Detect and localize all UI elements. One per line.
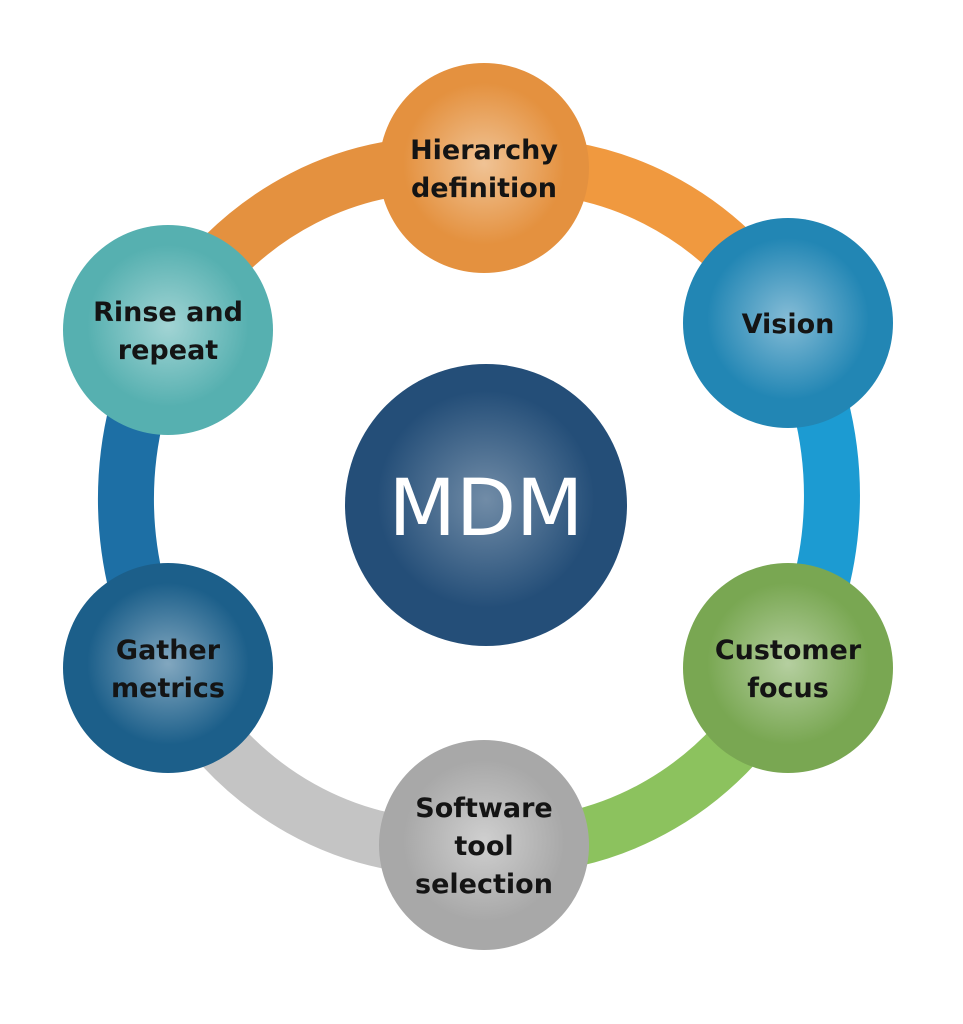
node-circle: [683, 218, 893, 428]
node-circle: [379, 63, 589, 273]
node-label: Gather: [116, 635, 221, 666]
node-label: repeat: [118, 335, 218, 366]
node-label: Software: [415, 793, 552, 824]
node-gather-metrics: Gather metrics: [63, 563, 273, 773]
node-rinse-and-repeat: Rinse and repeat: [63, 225, 273, 435]
node-label: tool: [454, 831, 513, 862]
node-vision: Vision: [683, 218, 893, 428]
node-label: Customer: [715, 635, 862, 666]
node-circle: [63, 563, 273, 773]
node-hierarchy-definition: Hierarchy definition: [379, 63, 589, 273]
node-circle: [379, 740, 589, 950]
node-label: metrics: [111, 673, 225, 704]
node-label: Vision: [742, 309, 835, 340]
center-circle: [345, 364, 627, 646]
center-label: MDM: [389, 464, 584, 554]
node-customer-focus: Customer focus: [683, 563, 893, 773]
node-circle: [63, 225, 273, 435]
node-label: Rinse and: [93, 297, 243, 328]
node-label: selection: [415, 869, 553, 900]
node-software-tool-selection: Software tool selection: [379, 740, 589, 950]
node-label: definition: [411, 173, 557, 204]
center-node: MDM: [345, 364, 627, 646]
node-label: Hierarchy: [410, 135, 558, 166]
node-label: focus: [747, 673, 829, 704]
node-circle: [683, 563, 893, 773]
